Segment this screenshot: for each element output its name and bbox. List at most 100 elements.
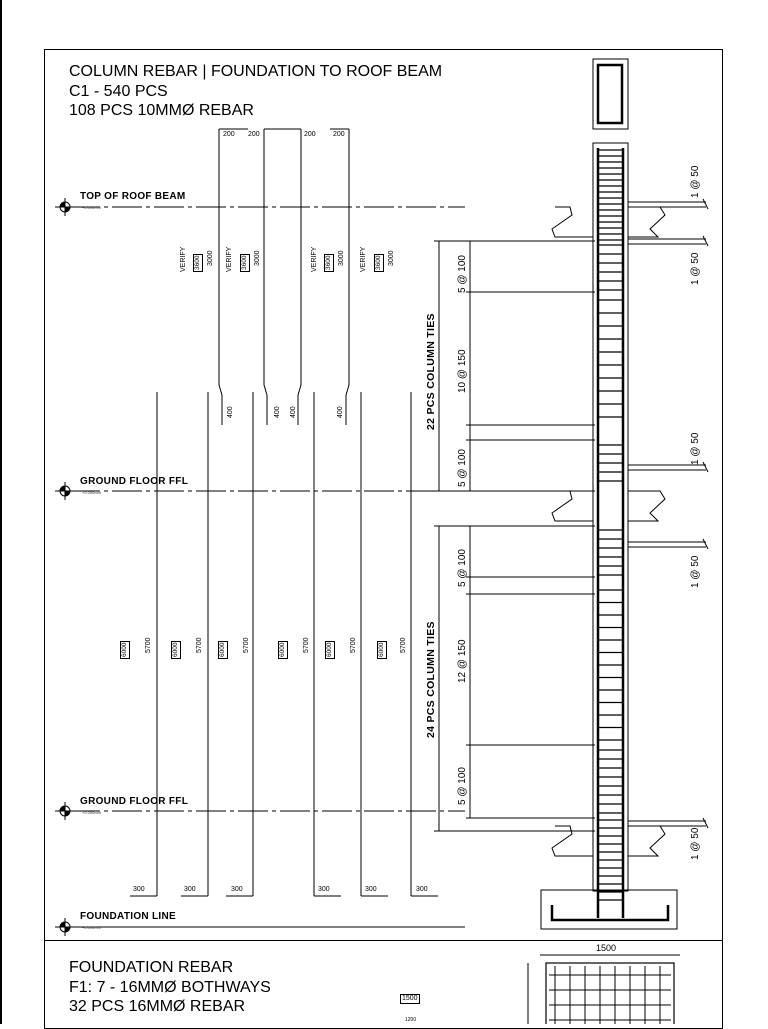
column-rebar-count: 108 PCS 10MMØ REBAR: [69, 102, 254, 119]
lower-len-5: 5700: [350, 637, 357, 653]
lower-len-2: 5700: [196, 637, 203, 653]
upper-boxed-4: 3600: [374, 253, 384, 272]
lower-boxed-2: 6000: [171, 640, 181, 659]
upper-spacing-2: 10 @ 150: [457, 349, 468, 393]
upper-boxed-1: 3600: [193, 253, 203, 272]
top-dim-2: 200: [248, 131, 260, 138]
upper-ties-count: 22 PCS COLUMN TIES: [425, 313, 437, 430]
level-lines: [55, 198, 465, 936]
lower-ties-count: 24 PCS COLUMN TIES: [425, 621, 437, 738]
column-section-outer: [592, 58, 629, 130]
hook-dim-6: 300: [416, 886, 428, 893]
foundation-title-block: FOUNDATION REBAR F1: 7 - 16MMØ BOTHWAYS …: [69, 958, 271, 1017]
foundation-plan-outline: [545, 962, 675, 1024]
level-label-ground-floor-1: GROUND FLOOR FFL: [80, 476, 189, 487]
level-sub-roof-beam: +0.000mm: [82, 205, 102, 210]
right-dim-tick-5: [702, 817, 709, 829]
foundation-small-dim: 1200: [405, 1017, 417, 1023]
upper-len-1: 3000: [207, 250, 214, 266]
footing-bar: [550, 905, 670, 922]
upper-boxed-2: 3600: [240, 253, 250, 272]
right-spacing-2: 1 @ 50: [690, 252, 701, 285]
verify-label-1: VERIFY: [180, 246, 187, 272]
lower-len-1: 5700: [145, 637, 152, 653]
right-spacing-3: 1 @ 50: [690, 432, 701, 465]
upper-len-2: 3000: [254, 250, 261, 266]
lap-dim-4: 400: [337, 406, 344, 418]
roof-beam-break-left: [551, 206, 593, 238]
verify-label-3: VERIFY: [311, 246, 318, 272]
level-marker-fill-1: [60, 202, 70, 212]
foundation-beam-break-left: [551, 825, 593, 857]
hook-dim-2: 300: [184, 886, 196, 893]
top-dim-4: 200: [333, 131, 345, 138]
level-label-roof-beam: TOP OF ROOF BEAM: [80, 191, 186, 202]
hook-dim-3: 300: [231, 886, 243, 893]
upper-spacing-3: 5 @ 100: [457, 449, 468, 487]
foundation-plan-dim: 1500: [596, 943, 617, 953]
upper-bar-2-crank: [263, 384, 268, 396]
lap-dim-1: 400: [227, 406, 234, 418]
right-dim-tick-2: [702, 235, 709, 247]
level-marker-fill-2: [60, 486, 70, 496]
foundation-plan: [527, 954, 680, 1024]
right-dim-tick-1: [702, 198, 709, 210]
right-spacing-1: 1 @ 50: [690, 165, 701, 198]
upper-len-3: 3000: [338, 250, 345, 266]
column-section-elevation: [540, 58, 709, 930]
level-sub-ground-floor-1: +0.000mm: [82, 490, 102, 495]
upper-len-4: 3000: [388, 250, 395, 266]
top-dim-3: 200: [304, 131, 316, 138]
lower-spacing-2: 12 @ 150: [457, 639, 468, 683]
verify-label-4: VERIFY: [360, 246, 367, 272]
foundation-beam-break-right: [628, 825, 666, 857]
lower-boxed-1: 6000: [120, 640, 130, 659]
level-label-ground-floor-2: GROUND FLOOR FFL: [80, 796, 189, 807]
upper-boxed-3: 3600: [324, 253, 334, 272]
lower-boxed-3: 6000: [218, 640, 228, 659]
section-divider: [44, 940, 723, 941]
ground-beam-break-left: [551, 490, 593, 522]
lower-len-4: 5700: [303, 637, 310, 653]
upper-spacing-1: 5 @ 100: [457, 255, 468, 293]
level-marker-fill-3: [60, 806, 70, 816]
column-title-block: COLUMN REBAR | FOUNDATION TO ROOF BEAM C…: [69, 62, 442, 121]
lap-dim-3: 400: [290, 406, 297, 418]
level-sub-foundation: +0.000mm: [82, 925, 102, 930]
lower-boxed-5: 6000: [325, 640, 335, 659]
ground-beam-break-right: [628, 490, 666, 522]
column-title: COLUMN REBAR | FOUNDATION TO ROOF BEAM: [69, 63, 443, 80]
footing-outline: [540, 889, 678, 930]
hook-dim-4: 300: [318, 886, 330, 893]
rebar-bars: [130, 128, 438, 897]
level-label-foundation: FOUNDATION LINE: [80, 911, 176, 922]
verify-label-2: VERIFY: [226, 246, 233, 272]
right-dim-tick-4: [702, 538, 709, 550]
column-count: C1 - 540 PCS: [69, 82, 168, 100]
foundation-title: FOUNDATION REBAR: [69, 959, 234, 976]
top-dim-1: 200: [223, 131, 235, 138]
foundation-rebar-count: 32 PCS 16MMØ REBAR: [69, 998, 246, 1015]
column-section-inner: [596, 63, 624, 125]
sheet-edge: [0, 0, 2, 1024]
hook-dim-5: 300: [365, 886, 377, 893]
level-marker-fill-4: [60, 922, 70, 932]
column-outline: [592, 142, 629, 892]
level-sub-ground-floor-2: +0.000mm: [82, 810, 102, 815]
lower-spacing-3: 5 @ 100: [457, 767, 468, 805]
right-dim-tick-3: [702, 461, 709, 473]
right-spacing-4: 1 @ 50: [690, 555, 701, 588]
right-spacing-5: 1 @ 50: [690, 827, 701, 860]
lap-dim-2: 400: [274, 406, 281, 418]
lower-boxed-4: 6000: [278, 640, 288, 659]
lower-len-3: 5700: [243, 637, 250, 653]
upper-bar-4-crank: [345, 384, 350, 396]
foundation-spec: F1: 7 - 16MMØ BOTHWAYS: [69, 978, 271, 996]
lower-len-6: 5700: [400, 637, 407, 653]
foundation-boxed-dim: 1500: [400, 994, 420, 1004]
lower-boxed-6: 6000: [377, 640, 387, 659]
upper-bar-1-crank: [218, 384, 223, 396]
lower-spacing-1: 5 @ 100: [457, 549, 468, 587]
tie-dimensions: [434, 240, 595, 832]
